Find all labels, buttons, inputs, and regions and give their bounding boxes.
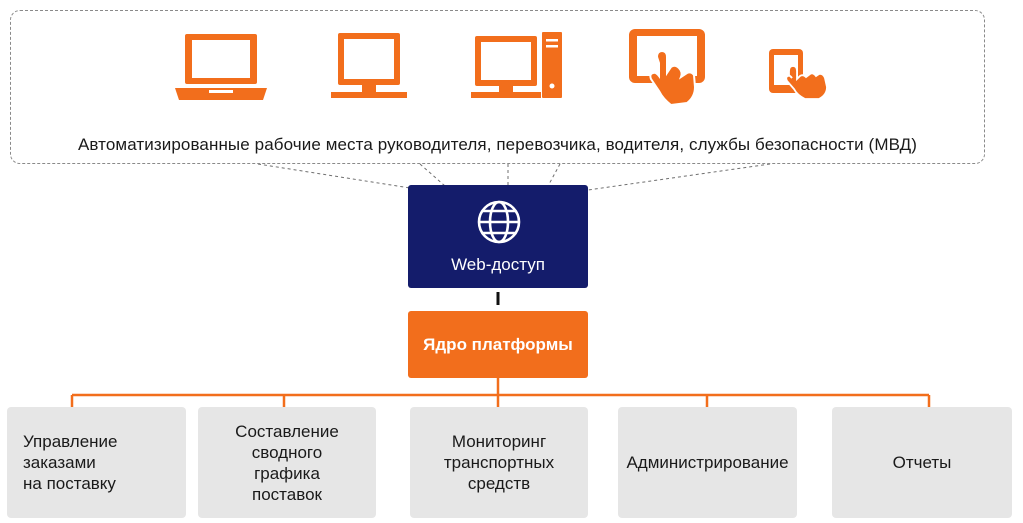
devices-caption: Автоматизированные рабочие места руковод… <box>77 135 918 154</box>
module-label: Отчеты <box>892 453 952 472</box>
monitor-icon <box>331 33 407 98</box>
smartphone-touch-icon <box>769 49 828 100</box>
web-access-box: Web-доступ <box>408 185 588 288</box>
module-administration: Администрирование <box>618 407 797 518</box>
module-order-management: Управление заказами на поставку <box>7 407 186 518</box>
devices-panel: Автоматизированные рабочие места руковод… <box>10 10 985 164</box>
module-supply-schedule: Составление сводного графика поставок <box>198 407 376 518</box>
globe-icon <box>477 200 521 244</box>
dashed-connector <box>419 163 446 187</box>
module-label: Составление сводного графика поставок <box>235 421 339 504</box>
laptop-icon <box>175 34 267 100</box>
dashed-connector <box>257 163 411 189</box>
module-label: Управление заказами на поставку <box>23 432 118 493</box>
platform-core-label: Ядро платформы <box>423 334 573 354</box>
module-label: Администрирование <box>626 453 789 472</box>
dashed-connector <box>547 163 561 187</box>
module-vehicle-monitoring: Мониторинг транспортных средств <box>410 407 588 518</box>
module-label: Мониторинг транспортных средств <box>443 432 555 493</box>
web-access-label: Web-доступ <box>451 255 545 274</box>
dashed-connector <box>587 163 771 191</box>
module-reports: Отчеты <box>832 407 1012 518</box>
platform-core-box: Ядро платформы <box>408 311 588 378</box>
desktop-computer-icon <box>471 32 562 98</box>
tablet-touch-icon <box>629 29 705 107</box>
